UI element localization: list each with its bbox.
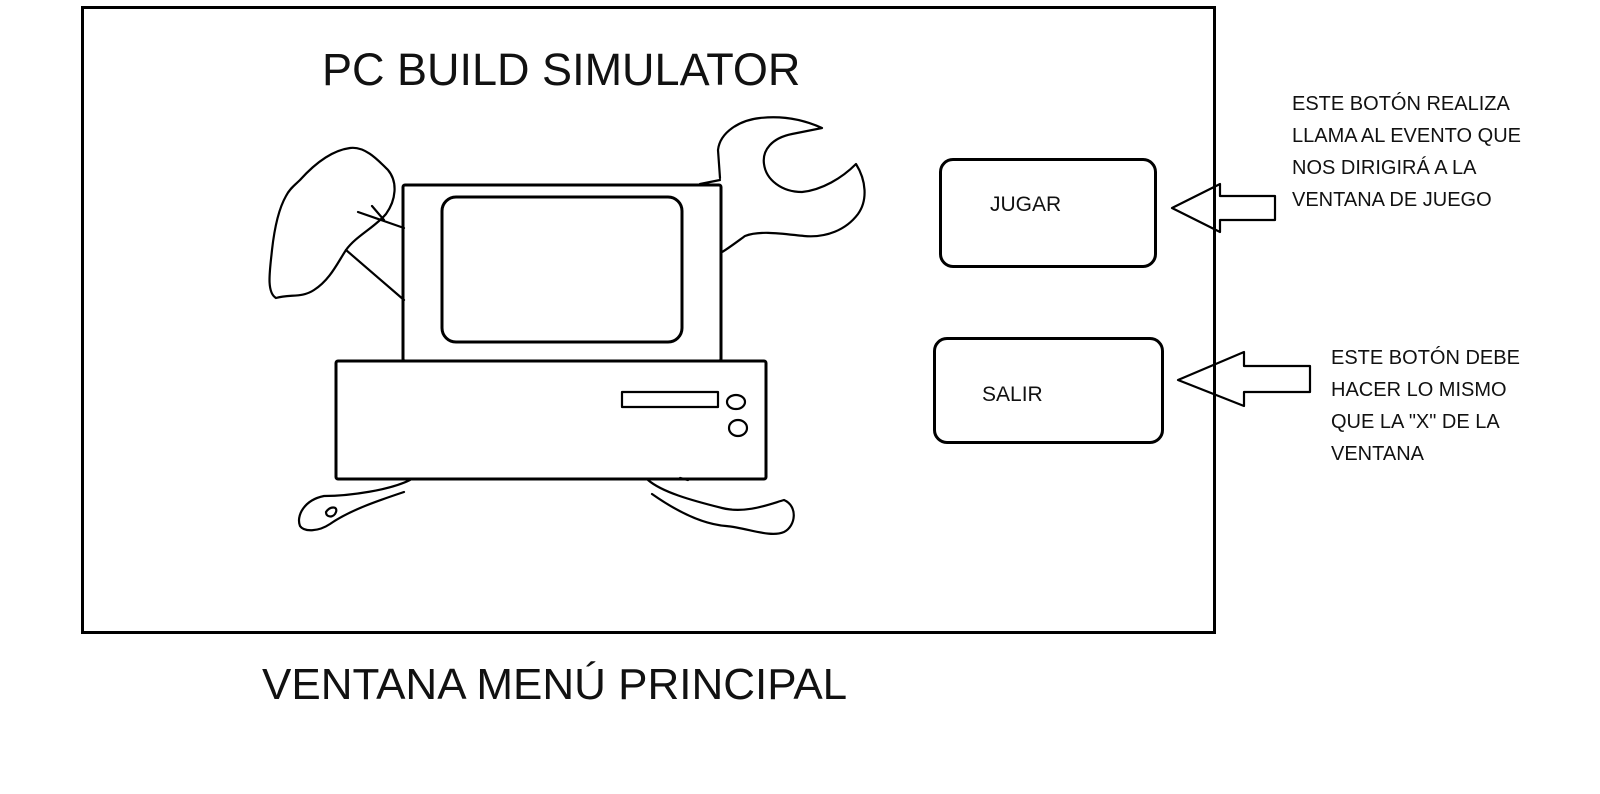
exit-button[interactable]: SALIR [933, 337, 1164, 444]
game-title: PC BUILD SIMULATOR [322, 44, 801, 95]
main-menu-window-frame [81, 6, 1216, 634]
play-button-label: JUGAR [990, 193, 1062, 216]
play-button-annotation: ESTE BOTÓN REALIZA LLAMA AL EVENTO QUE N… [1292, 93, 1521, 211]
exit-button-annotation: ESTE BOTÓN DEBE HACER LO MISMO QUE LA "X… [1331, 347, 1520, 465]
window-caption: VENTANA MENÚ PRINCIPAL [262, 660, 848, 709]
play-button[interactable]: JUGAR [939, 158, 1157, 268]
exit-button-label: SALIR [982, 383, 1043, 406]
